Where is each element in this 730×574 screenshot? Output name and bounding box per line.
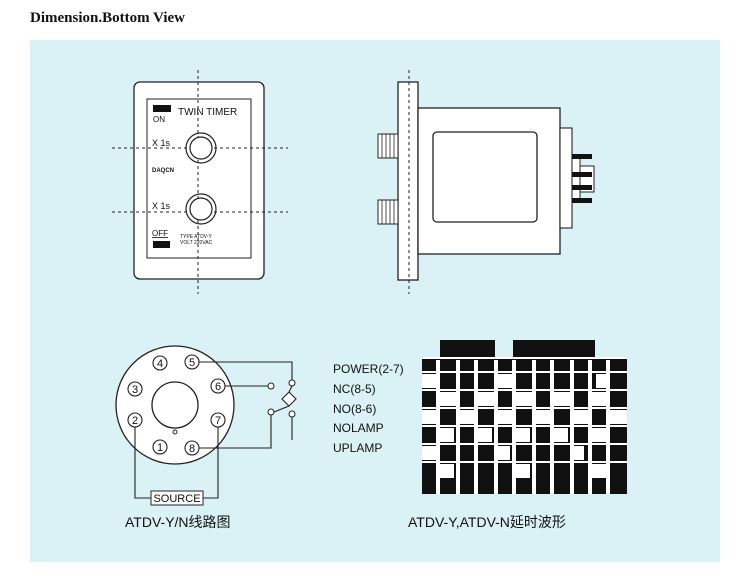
waveform-gap bbox=[440, 392, 456, 406]
waveform-gap bbox=[478, 428, 492, 442]
waveform-gap bbox=[516, 428, 530, 442]
waveform-gap bbox=[494, 360, 498, 494]
waveform-gap bbox=[532, 360, 536, 494]
waveform-gap bbox=[422, 410, 436, 424]
svg-text:1: 1 bbox=[157, 442, 163, 454]
waveform-gap bbox=[592, 428, 606, 442]
waveform-gap bbox=[440, 428, 454, 442]
waveform-gap bbox=[550, 360, 554, 494]
off-indicator bbox=[153, 241, 170, 248]
waveform-gap bbox=[422, 446, 436, 460]
pin-3: 3 bbox=[127, 381, 143, 397]
waveform-gap bbox=[512, 360, 516, 494]
on-indicator bbox=[153, 105, 171, 112]
waveform-gap bbox=[422, 389, 627, 391]
waveform-gap bbox=[422, 371, 627, 373]
off-label: OFF bbox=[152, 229, 168, 238]
type-line: TYPE ATDV-Y bbox=[180, 234, 213, 240]
dial-top[interactable] bbox=[185, 132, 217, 164]
dial-bottom-label: X 1s bbox=[152, 201, 171, 211]
waveform-gap bbox=[606, 360, 610, 494]
waveform-gap bbox=[498, 410, 512, 424]
svg-text:2: 2 bbox=[132, 415, 138, 427]
brand-logo: DAQCN bbox=[152, 168, 174, 174]
waveform-gap bbox=[554, 392, 570, 406]
waveform-gap bbox=[554, 428, 568, 442]
wave-label-nolamp: NOLAMP bbox=[333, 421, 384, 435]
svg-text:5: 5 bbox=[189, 357, 195, 369]
waveform-gap bbox=[436, 360, 440, 494]
waveform-gap bbox=[422, 357, 627, 359]
pin-5: 5 bbox=[184, 354, 200, 370]
waveform-caption: ATDV-Y,ATDV-N延时波形 bbox=[408, 514, 566, 530]
waveform-gap bbox=[592, 464, 606, 478]
waveform-gap bbox=[495, 374, 513, 388]
waveform-gap bbox=[516, 392, 532, 406]
waveform-gap bbox=[422, 443, 627, 445]
waveform-gap bbox=[516, 464, 530, 478]
waveform-gap bbox=[422, 425, 627, 427]
side-view bbox=[377, 70, 595, 294]
section-heading: Dimension.Bottom View bbox=[30, 10, 185, 26]
wave-label-nc: NC(8-5) bbox=[333, 382, 376, 396]
svg-text:3: 3 bbox=[132, 384, 138, 396]
wave-label-power: POWER(2-7) bbox=[333, 362, 404, 376]
svg-text:6: 6 bbox=[215, 381, 221, 393]
wiring-caption: ATDV-Y/N线路图 bbox=[125, 514, 231, 530]
waveform-gap bbox=[422, 461, 627, 463]
waveform-gap bbox=[570, 360, 574, 494]
waveform-gap bbox=[596, 374, 606, 388]
pin-1: 1 bbox=[152, 439, 168, 455]
dial-top-label: X 1s bbox=[152, 138, 171, 148]
volt-line: VOLT 220VAC bbox=[180, 240, 213, 246]
wave-label-no: NO(8-6) bbox=[333, 402, 376, 416]
pin-6: 6 bbox=[210, 378, 226, 394]
front-view: ON TWIN TIMER X 1s DAQCN X 1s OFF TYPE A… bbox=[112, 70, 288, 294]
waveform-gap bbox=[592, 392, 606, 406]
pin-2: 2 bbox=[127, 412, 143, 428]
source-label: SOURCE bbox=[153, 493, 200, 505]
waveform-gap bbox=[610, 410, 627, 424]
on-label: ON bbox=[153, 115, 165, 124]
pin-7: 7 bbox=[210, 412, 226, 428]
waveform-gap bbox=[496, 446, 510, 460]
waveform-gap bbox=[460, 410, 474, 424]
svg-text:4: 4 bbox=[157, 358, 163, 370]
dial-bottom[interactable] bbox=[185, 193, 217, 225]
svg-text:8: 8 bbox=[189, 443, 195, 455]
waveform-gap bbox=[422, 374, 436, 388]
wave-label-uplamp: UPLAMP bbox=[333, 441, 382, 455]
waveform-gap bbox=[456, 360, 460, 494]
timer-title: TWIN TIMER bbox=[178, 107, 237, 118]
waveform-gap bbox=[474, 360, 478, 494]
waveform-diagram: POWER(2-7) NC(8-5) NO(8-6) NOLAMP UPLAMP bbox=[333, 340, 627, 494]
waveform-gap bbox=[588, 360, 592, 494]
waveform-gap bbox=[440, 464, 454, 478]
wiring-diagram: 1 2 3 4 5 6 7 8 bbox=[115, 345, 297, 506]
power-pulse bbox=[440, 340, 495, 358]
waveform-gap bbox=[570, 446, 584, 460]
waveform-gap bbox=[536, 410, 550, 424]
power-pulse bbox=[513, 340, 595, 358]
waveform-gap bbox=[478, 392, 494, 406]
waveform-gap bbox=[574, 410, 588, 424]
svg-text:7: 7 bbox=[215, 415, 221, 427]
pin-8: 8 bbox=[184, 440, 200, 456]
pin-4: 4 bbox=[152, 355, 168, 371]
waveform-gap bbox=[422, 407, 627, 409]
